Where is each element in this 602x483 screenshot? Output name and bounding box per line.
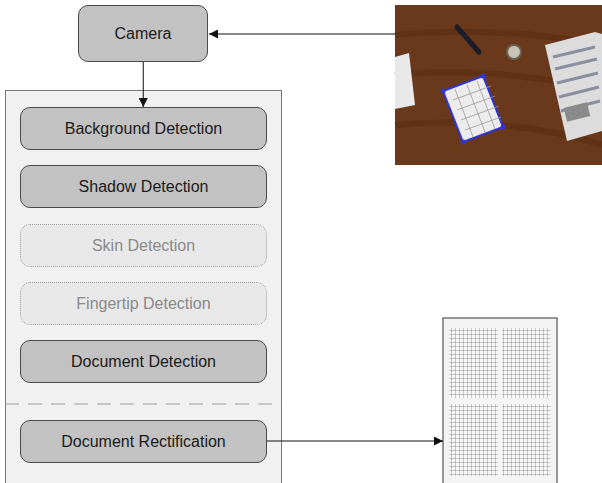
- newsletter-photo: [564, 102, 591, 121]
- output-arrow: [267, 441, 443, 442]
- corner-points: [441, 74, 506, 145]
- process-box: Shadow Detection: [20, 165, 267, 208]
- optional-step-box: Fingertip Detection: [20, 282, 267, 325]
- process-box: Background Detection: [20, 107, 267, 150]
- box-label: Document Detection: [71, 352, 216, 371]
- paper-edge: [395, 53, 415, 109]
- cup: [507, 45, 521, 59]
- input-arrow: [209, 34, 395, 35]
- box-label: Document Rectification: [61, 432, 226, 451]
- desk-photo: [395, 5, 602, 165]
- wood-desk: [395, 5, 602, 165]
- process-box: Camera: [78, 5, 208, 62]
- grid-quadrant: [449, 404, 498, 476]
- document-page: [443, 318, 557, 483]
- box-label: Background Detection: [65, 119, 222, 138]
- box-label: Camera: [115, 24, 172, 43]
- newsletter-lines: [553, 47, 600, 111]
- wood-grain: [395, 32, 602, 145]
- flow-arrow: [143, 62, 144, 107]
- box-label: Fingertip Detection: [76, 294, 210, 313]
- process-box: Document Rectification: [20, 420, 267, 463]
- grid-quadrant: [449, 328, 498, 398]
- process-box: Document Detection: [20, 340, 267, 383]
- box-label: Skin Detection: [92, 236, 195, 255]
- optional-step-box: Skin Detection: [20, 224, 267, 267]
- pen: [457, 27, 479, 52]
- box-label: Shadow Detection: [79, 177, 209, 196]
- separator-line: [5, 404, 282, 405]
- document-outline: [443, 76, 503, 142]
- grid-quadrant: [502, 404, 551, 476]
- document-grid: [453, 81, 501, 137]
- rectified-document: [443, 318, 557, 483]
- newsletter: [545, 32, 602, 141]
- grid-quadrant: [502, 328, 551, 398]
